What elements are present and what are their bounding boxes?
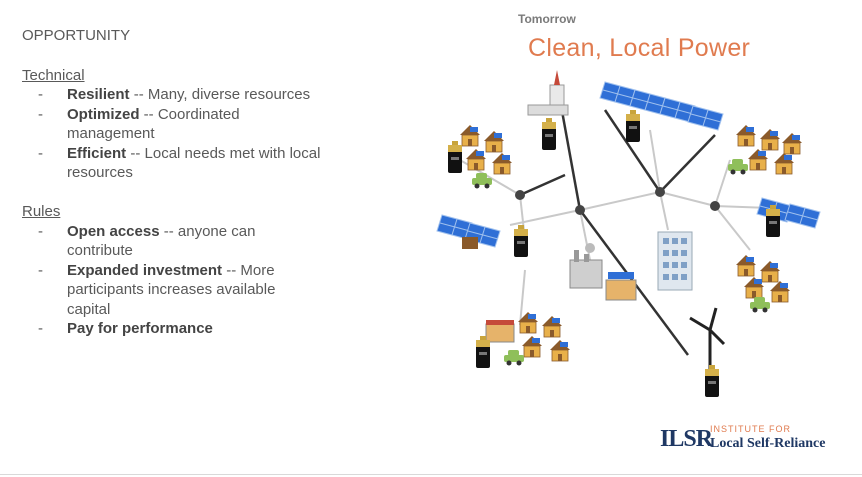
list-item: -Efficient -- Local needs met with local… <box>38 144 321 182</box>
logo-line2: Local Self-Reliance <box>710 436 826 451</box>
logo-mark: ILSR <box>660 426 713 452</box>
factory-icon <box>569 243 637 301</box>
grid-connections <box>459 99 771 356</box>
footer-divider <box>0 474 862 475</box>
battery-icon <box>766 205 780 237</box>
section-title-rules: Rules <box>22 203 61 220</box>
diagram-small-title: Tomorrow <box>518 12 576 26</box>
battery-icon <box>514 225 528 257</box>
rooftop-solar-icon <box>436 214 501 249</box>
neighborhood-icon <box>448 124 513 189</box>
rules-list: -Open access -- anyone can contribute -E… <box>22 222 322 339</box>
list-item: -Expanded investment -- More participant… <box>38 261 276 318</box>
battery-icon <box>542 118 556 150</box>
list-item: -Resilient -- Many, diverse resources <box>38 86 311 103</box>
grid-diagram <box>436 70 821 397</box>
wind-turbine-icon <box>689 307 726 370</box>
logo-line1: INSTITUTE FOR <box>710 424 791 434</box>
section-title-technical: Technical <box>22 66 85 84</box>
ilsr-logo: ILSR INSTITUTE FOR Local Self-Reliance <box>660 424 850 456</box>
solar-array-icon <box>599 81 724 131</box>
list-item: -Optimized -- Coordinated management <box>38 105 240 143</box>
grid-nodes <box>515 187 720 215</box>
building-icon <box>657 231 693 291</box>
page-heading: OPPORTUNITY <box>22 27 131 44</box>
battery-icon <box>626 110 640 142</box>
technical-list: -Resilient -- Many, diverse resources -O… <box>22 85 322 183</box>
neighborhood-icon <box>735 254 791 313</box>
list-item: -Pay for performance <box>38 320 213 337</box>
battery-icon <box>705 365 719 397</box>
diagram-title: Clean, Local Power <box>528 34 751 62</box>
list-item: -Open access -- anyone can contribute <box>38 222 256 260</box>
power-plant-icon <box>527 70 569 116</box>
opportunity-panel: OPPORTUNITY Technical -Resilient -- Many… <box>22 26 322 358</box>
neighborhood-icon <box>728 124 803 175</box>
neighborhood-icon <box>476 311 571 368</box>
